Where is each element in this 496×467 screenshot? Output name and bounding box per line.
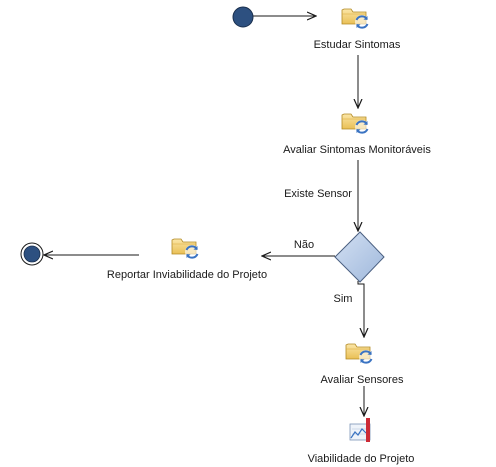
activity-subprocess-icon	[345, 343, 374, 365]
activity-label: Estudar Sintomas	[314, 39, 401, 51]
artifact-label: Viabilidade do Projeto	[308, 453, 415, 465]
activity-label: Avaliar Sensores	[321, 374, 404, 386]
activity-label: Avaliar Sintomas Monitoráveis	[283, 144, 431, 156]
activity-reportar-inviabilidade[interactable]: Reportar Inviabilidade do Projeto	[107, 238, 267, 281]
decision-diamond[interactable]	[334, 231, 385, 283]
start-node[interactable]	[232, 6, 254, 28]
activity-avaliar-sintomas[interactable]: Avaliar Sintomas Monitoráveis	[283, 113, 431, 156]
edge-decision-to-avaliar-sensores	[357, 281, 364, 337]
activity-avaliar-sensores[interactable]: Avaliar Sensores	[321, 343, 404, 386]
edge-label-sim: Sim	[334, 293, 353, 305]
activity-subprocess-icon	[171, 238, 200, 260]
activity-estudar-sintomas[interactable]: Estudar Sintomas	[314, 8, 401, 51]
work-product-chart-icon	[349, 418, 371, 442]
activity-subprocess-icon	[341, 8, 370, 30]
artifact-viabilidade[interactable]: Viabilidade do Projeto	[308, 418, 415, 465]
activity-subprocess-icon	[341, 113, 370, 135]
end-node[interactable]	[20, 242, 44, 266]
edge-label-existe-sensor: Existe Sensor	[284, 188, 352, 200]
edge-label-nao: Não	[294, 239, 314, 251]
activity-label: Reportar Inviabilidade do Projeto	[107, 269, 267, 281]
